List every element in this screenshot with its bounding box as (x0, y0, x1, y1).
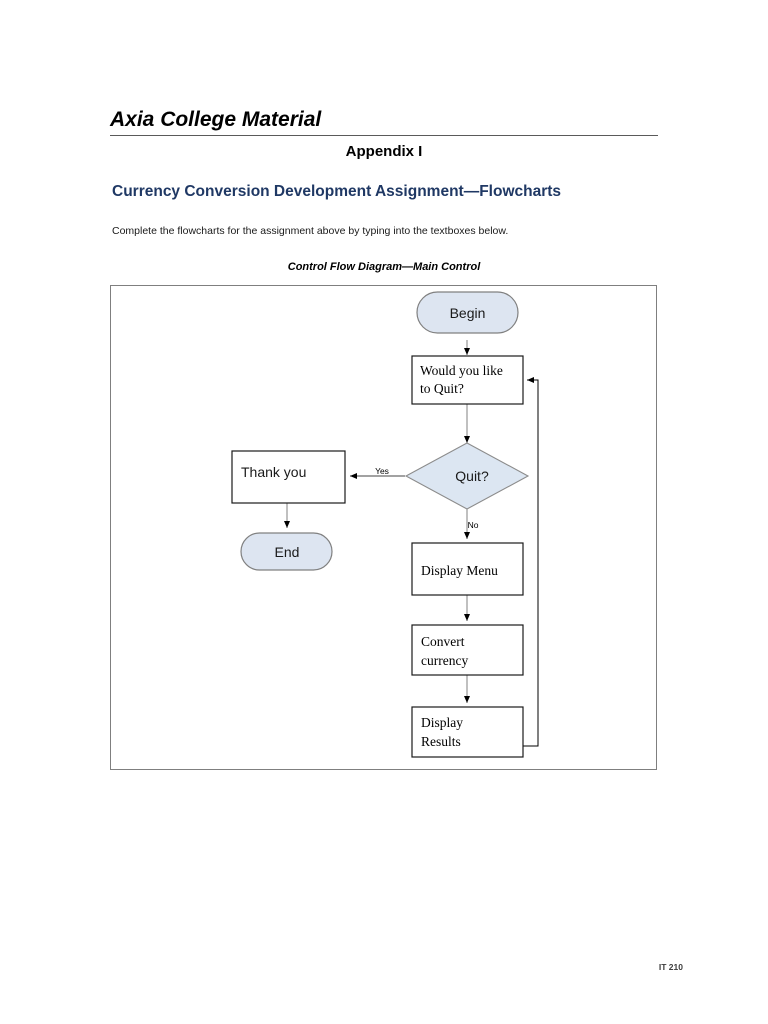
quit-prompt-label-line1: Would you like (420, 363, 503, 378)
node-convert-currency[interactable]: Convert currency (411, 624, 524, 676)
quit-prompt-label-line2: to Quit? (420, 381, 464, 396)
node-would-you-like-to-quit[interactable]: Would you like to Quit? (411, 355, 524, 405)
page-footer: IT 210 (658, 962, 683, 972)
flowchart-canvas: Begin Would you like to Quit? Quit? Yes … (231, 291, 539, 758)
appendix-label: Appendix I (345, 143, 423, 160)
title-divider (110, 135, 658, 136)
convert-currency-label-line2: currency (421, 653, 468, 668)
begin-label: Begin (450, 305, 486, 321)
node-begin[interactable]: Begin (416, 291, 519, 334)
diagram-caption: Control Flow Diagram—Main Control (287, 261, 481, 273)
quit-decision-shape (404, 442, 530, 510)
edge-label-yes: Yes (375, 466, 389, 476)
display-results-label-line2: Results (421, 734, 461, 749)
begin-shape (416, 291, 519, 334)
node-display-menu[interactable]: Display Menu (411, 542, 524, 596)
node-thank-you[interactable]: Thank you (231, 450, 346, 504)
instructions-text: Complete the flowcharts for the assignme… (112, 225, 509, 237)
end-shape (240, 532, 333, 571)
convert-currency-shape (411, 624, 524, 676)
quit-prompt-shape (411, 355, 524, 405)
thank-you-label: Thank you (241, 464, 306, 480)
document-title: Axia College Material (110, 108, 322, 131)
node-quit-decision[interactable]: Quit? (404, 442, 530, 510)
display-results-shape (411, 706, 524, 758)
edge-results-loop-back (523, 377, 539, 747)
node-display-results[interactable]: Display Results (411, 706, 524, 758)
display-menu-shape (411, 542, 524, 596)
section-heading: Currency Conversion Development Assignme… (112, 183, 562, 200)
end-label: End (275, 544, 300, 560)
flowchart-frame (110, 285, 657, 770)
display-menu-label: Display Menu (421, 563, 498, 578)
quit-decision-label: Quit? (455, 468, 489, 484)
convert-currency-label-line1: Convert (421, 634, 465, 649)
edge-label-no: No (468, 520, 479, 530)
display-results-label-line1: Display (421, 715, 463, 730)
thank-you-shape (231, 450, 346, 504)
node-end[interactable]: End (240, 532, 333, 571)
